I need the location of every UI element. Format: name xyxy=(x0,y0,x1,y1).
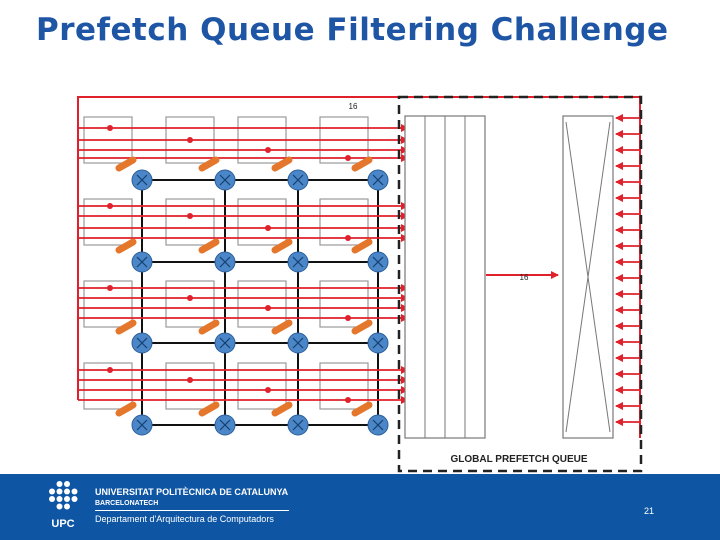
request-source-dot xyxy=(345,397,351,403)
page-number: 21 xyxy=(644,506,655,516)
logo-dot xyxy=(56,503,63,510)
request-source-dot xyxy=(107,203,113,209)
queue-dashed-border xyxy=(397,95,643,473)
router-cross xyxy=(219,174,231,186)
orange-link xyxy=(271,401,293,417)
router-cross xyxy=(219,419,231,431)
request-source-dot xyxy=(107,367,113,373)
footer-divider xyxy=(95,510,289,511)
router-cross xyxy=(136,174,148,186)
mesh-links xyxy=(141,179,379,426)
orange-link xyxy=(351,319,373,335)
global-prefetch-queue: GLOBAL PREFETCH QUEUE xyxy=(397,95,643,473)
logo-dot xyxy=(49,488,55,495)
router-cross xyxy=(292,419,304,431)
router-cross xyxy=(219,256,231,268)
logo-dot xyxy=(64,503,70,510)
footer-bar xyxy=(0,474,720,540)
logo-dot xyxy=(49,496,55,502)
request-source-dot xyxy=(345,315,351,321)
request-source-dot xyxy=(265,387,271,393)
prefetch-network-diagram: GLOBAL PREFETCH QUEUE 16 16 xyxy=(77,95,643,473)
request-source-dot xyxy=(107,285,113,291)
router-cross xyxy=(372,174,384,186)
orange-link xyxy=(271,238,293,254)
orange-link xyxy=(198,401,220,417)
orange-link xyxy=(115,319,137,335)
queue-bus-width-label: 16 xyxy=(520,273,529,282)
svg-text:UPC: UPC xyxy=(51,518,74,530)
slide-title: Prefetch Queue Filtering Challenge xyxy=(36,12,669,48)
orange-link xyxy=(271,319,293,335)
orange-link xyxy=(115,238,137,254)
orange-link xyxy=(115,401,137,417)
orange-link xyxy=(198,238,220,254)
university-campus: BARCELONATECH xyxy=(95,500,159,507)
logo-dot xyxy=(56,481,63,487)
logo-dot xyxy=(56,496,63,502)
logo-dot xyxy=(64,496,70,502)
request-source-dot xyxy=(265,305,271,311)
request-source-dot xyxy=(187,377,193,383)
orange-link xyxy=(198,319,220,335)
router-cross xyxy=(136,337,148,349)
university-name: UNIVERSITAT POLITÈCNICA DE CATALUNYA xyxy=(95,487,289,497)
request-source-dot xyxy=(187,295,193,301)
router-cross xyxy=(292,174,304,186)
router-cross xyxy=(372,337,384,349)
router-cross xyxy=(136,419,148,431)
logo-dot xyxy=(64,488,70,495)
department-name: Departament d'Arquitectura de Computador… xyxy=(95,514,274,524)
request-source-dot xyxy=(187,213,193,219)
router-cross xyxy=(292,256,304,268)
orange-link xyxy=(198,156,220,172)
router-cross xyxy=(372,419,384,431)
router-cross xyxy=(292,337,304,349)
orange-link xyxy=(351,401,373,417)
upc-logo: UPC xyxy=(49,481,78,530)
request-source-dot xyxy=(107,125,113,131)
logo-dot xyxy=(64,481,70,487)
logo-dot xyxy=(71,496,78,502)
top-bus-width-label: 16 xyxy=(349,102,358,111)
orange-link xyxy=(271,156,293,172)
request-source-dot xyxy=(265,225,271,231)
router-cross xyxy=(219,337,231,349)
orange-link xyxy=(115,156,137,172)
logo-dot xyxy=(56,488,63,495)
request-source-dot xyxy=(265,147,271,153)
orange-link xyxy=(351,238,373,254)
router-cross xyxy=(136,256,148,268)
request-source-dot xyxy=(345,155,351,161)
request-source-dot xyxy=(187,137,193,143)
queue-label: GLOBAL PREFETCH QUEUE xyxy=(450,454,587,465)
router-cross xyxy=(372,256,384,268)
logo-dot xyxy=(71,488,78,495)
request-source-dot xyxy=(345,235,351,241)
orange-link xyxy=(351,156,373,172)
routers xyxy=(115,156,389,436)
